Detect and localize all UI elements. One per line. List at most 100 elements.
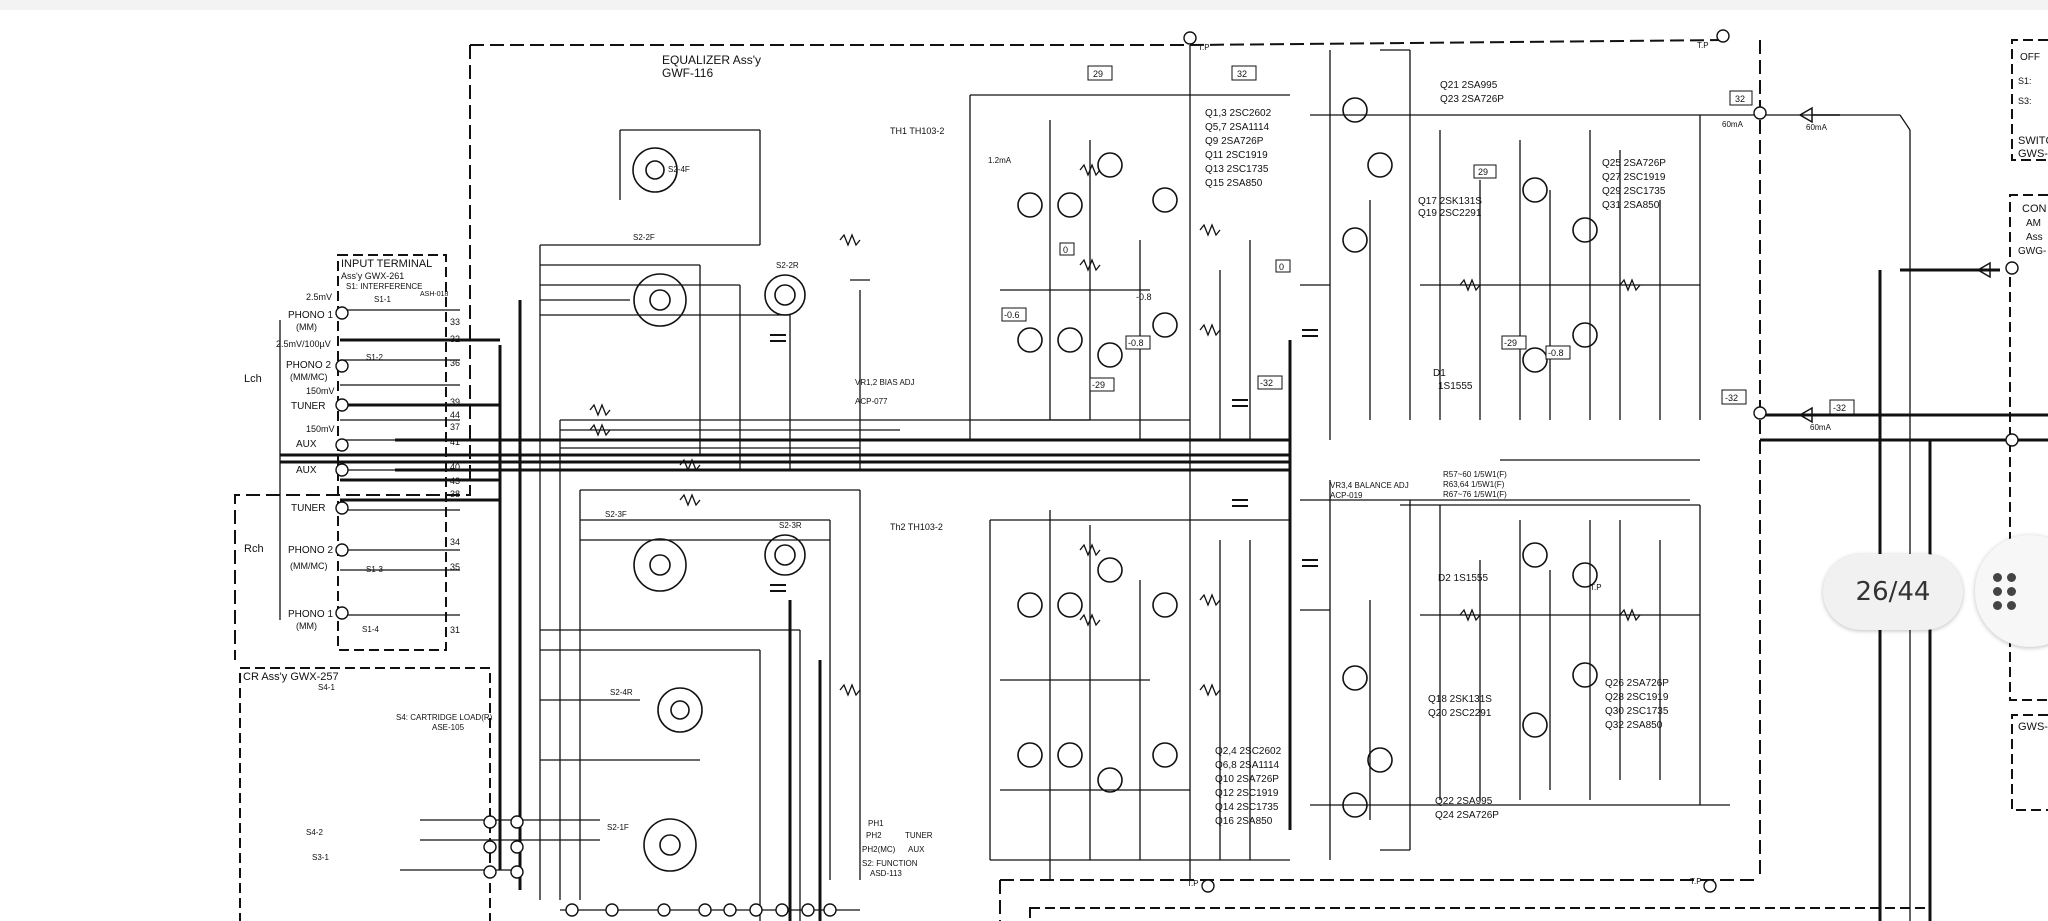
terminal-39: 39: [450, 397, 460, 407]
current-60ma-b: 60mA: [1806, 123, 1828, 132]
level-150mv-b: 150mV: [306, 424, 335, 434]
switch-s1-3: S1-3: [366, 565, 383, 574]
schematic-labels: EQUALIZER Ass'y GWF-116 INPUT TERMINAL A…: [243, 41, 2048, 888]
page-counter: 26/44: [1823, 554, 1963, 630]
boxed-29-a: 29: [1093, 69, 1103, 79]
terminal-38: 38: [450, 489, 460, 499]
q25-line: Q25 2SA726P: [1602, 158, 1666, 169]
phono-function-tuner: TUNER: [905, 831, 933, 840]
terminal-41: 41: [450, 437, 460, 447]
boxed-29-b: 29: [1478, 167, 1488, 177]
terminal-31: 31: [450, 625, 460, 635]
lch-label: Lch: [244, 373, 262, 385]
tp-label-2: T.P: [1697, 41, 1709, 50]
q17-line: Q17 2SK131S: [1418, 196, 1482, 207]
balance-adj: VR3,4 BALANCE ADJ: [1330, 481, 1409, 490]
switch-s1-2: S1-2: [366, 353, 383, 362]
current-arrows: [1799, 106, 1991, 424]
rotary-switches: [632, 147, 806, 872]
input-phono1: PHONO 1: [288, 310, 333, 321]
q26-line: Q26 2SA726P: [1605, 678, 1669, 689]
bias-code: ACP-077: [855, 397, 888, 406]
phono-function-ph1: PH1: [868, 819, 884, 828]
boxed-neg0-8-b: -0.8: [1548, 348, 1564, 358]
switch-s2-4f: S2-4F: [668, 165, 690, 174]
switch-s2-3r: S2-3R: [779, 521, 802, 530]
terminal-36: 36: [450, 358, 460, 368]
boxed-neg32-a: -32: [1725, 393, 1738, 403]
input-tuner-r: TUNER: [291, 503, 325, 514]
switch-s2-2r: S2-2R: [776, 261, 799, 270]
q30-line: Q30 2SC1735: [1605, 706, 1669, 717]
tp-label-4: T.P: [1690, 877, 1702, 886]
input-phono1-r-mm: (MM): [296, 621, 317, 631]
input-phono2-mmmc: (MM/MC): [290, 372, 328, 382]
switch-s3-1: S3-1: [312, 853, 329, 862]
boxed-neg29-a: -29: [1092, 380, 1105, 390]
terminal-35: 35: [450, 562, 460, 572]
input-phono2-r: PHONO 2: [288, 545, 333, 556]
switch-s4-1: S4-1: [318, 683, 335, 692]
input-phono1-mm: (MM): [296, 322, 317, 332]
q22-line: Q22 2SA995: [1435, 796, 1493, 807]
tr-list-top-1: Q1,3 2SC2602: [1205, 108, 1272, 119]
tp-label-5: T.P: [1590, 583, 1602, 592]
switch-s1-1: S1-1: [374, 295, 391, 304]
q31-line: Q31 2SA850: [1602, 200, 1660, 211]
current-1-2ma: 1.2mA: [988, 156, 1012, 165]
q21-line: Q21 2SA995: [1440, 80, 1498, 91]
boxed-0-a: 0: [1063, 245, 1068, 255]
q19-line: Q19 2SC2291: [1418, 208, 1482, 219]
equalizer-board-outline: [234, 39, 1761, 921]
boxed-neg32-b: -32: [1833, 403, 1846, 413]
tr-list-top-6: Q15 2SA850: [1205, 178, 1263, 189]
switch-s1-4: S1-4: [362, 625, 379, 634]
balance-code: ACP-019: [1330, 491, 1363, 500]
tr-list-top-2: Q5,7 2SA1114: [1205, 122, 1270, 133]
boxed-32-a: 32: [1237, 69, 1247, 79]
right-edge-ass: Ass: [2026, 232, 2043, 243]
interference-label: S1: INTERFERENCE: [346, 282, 422, 291]
s2-function: S2: FUNCTION: [862, 859, 918, 868]
right-edge-am: AM: [2026, 218, 2041, 229]
signal-buses: [280, 268, 2048, 921]
thermistor-top: TH1 TH103-2: [890, 126, 944, 136]
boxed-voltages: 29 32 32 -32 -32 0 -0.6 -0.8 -29 -0.8 29…: [1001, 65, 1855, 415]
page-counter-text: 26/44: [1855, 577, 1931, 607]
level-2-5mv-100uv: 2.5mV/100µV: [276, 339, 331, 349]
cartridge-code: ASE-105: [432, 723, 465, 732]
q20-line: Q20 2SC2291: [1428, 708, 1492, 719]
boxed-32-b: 32: [1735, 94, 1745, 104]
transistors: [1017, 97, 1598, 818]
cartridge-load: S4: CARTRIDGE LOAD(R): [396, 713, 493, 722]
boxed-neg0-8-c: -0.8: [1136, 292, 1152, 302]
boxed-neg32-c: -32: [1260, 378, 1273, 388]
right-edge-gws-1: GWS-: [2018, 148, 2048, 160]
input-phono2-r-mmmc: (MM/MC): [290, 561, 328, 571]
phono-function-ph2: PH2: [866, 831, 882, 840]
right-edge-switc: SWITC: [2018, 135, 2048, 147]
terminal-33: 33: [450, 317, 460, 327]
phono-function-aux: AUX: [908, 845, 925, 854]
tr-list-bottom-5: Q14 2SC1735: [1215, 802, 1279, 813]
boxed-neg29-b: -29: [1504, 338, 1517, 348]
terminal-44: 44: [450, 410, 460, 420]
terminal-34: 34: [450, 537, 460, 547]
level-150mv-a: 150mV: [306, 386, 335, 396]
tr-list-top-4: Q11 2SC1919: [1205, 150, 1268, 161]
right-edge-off: OFF: [2020, 52, 2040, 63]
q29-line: Q29 2SC1735: [1602, 186, 1666, 197]
diode-d1-type: 1S1555: [1438, 381, 1473, 392]
bias-adj: VR1,2 BIAS ADJ: [855, 378, 915, 387]
input-terminal-outline: [239, 254, 491, 921]
interference-code: ASH-018: [420, 291, 449, 298]
board-title: EQUALIZER Ass'y: [662, 53, 761, 67]
switch-s2-4r: S2-4R: [610, 688, 633, 697]
q27-line: Q27 2SC1919: [1602, 172, 1666, 183]
rch-label: Rch: [244, 543, 264, 555]
diode-d2: D2 1S1555: [1438, 573, 1488, 584]
grid-dots-icon: [1993, 573, 2023, 610]
q32-line: Q32 2SA850: [1605, 720, 1663, 731]
